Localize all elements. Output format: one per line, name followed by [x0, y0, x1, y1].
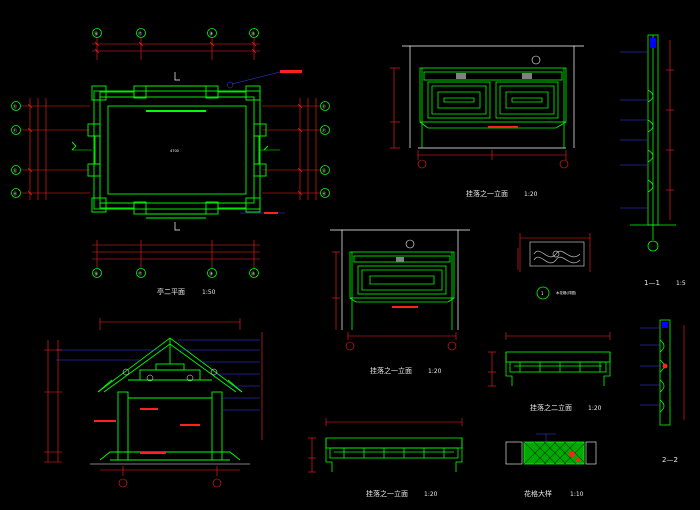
- detail-mark-circle: [536, 286, 550, 300]
- axis-label-f: Ⓕ: [13, 127, 17, 133]
- plan-title: 亭二平面: [157, 287, 185, 296]
- elev1-title: 挂落之一立面: [466, 189, 508, 198]
- elev1-grey-block-a: [456, 73, 466, 79]
- section-note-bar-b: [140, 408, 158, 410]
- axis-label-h: Ⓗ: [13, 190, 17, 196]
- elevation-3: 挂落之二立面 1:20: [488, 332, 611, 412]
- section-1-1-title: 1—1: [644, 279, 660, 287]
- elev1-scale: 1:20: [524, 191, 538, 198]
- plan-note-mark-b: [264, 212, 278, 214]
- axis-label-e-right: Ⓔ: [322, 103, 326, 109]
- pavilion-section: [44, 318, 263, 488]
- elevation-1: 挂落之一立面 1:20: [390, 45, 584, 198]
- elev3-title: 挂落之二立面: [530, 403, 572, 412]
- axis-label-g: Ⓖ: [13, 167, 17, 173]
- elev2-note-bar: [392, 306, 418, 308]
- plan-dimensions: [21, 38, 320, 268]
- lattice-red-dot-a: [569, 451, 575, 457]
- elev2-detail-bubble: [405, 239, 415, 249]
- ornament-detail: 1 木花格(详图): [517, 233, 591, 300]
- lattice-title: 花格大样: [524, 489, 552, 498]
- plan-outline: [71, 85, 269, 219]
- section-2-2-red-dot: [662, 363, 668, 369]
- section-2-2-title: 2—2: [662, 456, 678, 464]
- axis-label-f-right: Ⓕ: [322, 127, 326, 133]
- detail-mark-number: 1: [541, 291, 544, 296]
- elev3-scale: 1:20: [588, 405, 602, 412]
- elev4-title: 挂落之一立面: [366, 489, 408, 498]
- axis-label-16-bottom: ⑯: [94, 270, 98, 276]
- section-1-1: 1—1 1:5: [620, 34, 686, 287]
- section-note-bar-c: [180, 424, 200, 426]
- axis-label-18-bottom: ⑱: [209, 270, 213, 276]
- elev2-title: 挂落之一立面: [370, 366, 412, 375]
- section-1-1-scale: 1:5: [676, 280, 686, 287]
- axis-label-g-right: Ⓖ: [322, 167, 326, 173]
- section-2-2-blue-cap: [662, 322, 668, 328]
- elevation-2: 挂落之一立面 1:20: [330, 229, 470, 375]
- elev4-scale: 1:20: [424, 491, 438, 498]
- axis-label-e: Ⓔ: [13, 103, 17, 109]
- plan-center-dim: 4700: [170, 149, 179, 153]
- elev1-grey-block-b: [522, 73, 532, 79]
- plan-view: ⑯ ⑰ ⑱ ⑲ ⑯ ⑰ ⑱ ⑲ Ⓔ Ⓕ Ⓖ Ⓗ Ⓔ Ⓕ Ⓖ Ⓗ: [11, 28, 330, 296]
- plan-note-mark-a: [280, 70, 302, 73]
- detail-note: 木花格(详图): [556, 290, 577, 295]
- lattice-detail: 花格大样 1:10: [505, 433, 597, 498]
- plan-section-cut-markers: [174, 72, 180, 231]
- elev2-grey-block: [396, 257, 404, 262]
- section-1-1-blue-cap: [650, 38, 656, 48]
- section-2-2: 2—2: [640, 319, 685, 464]
- axis-label-16: ⑯: [94, 30, 98, 36]
- axis-label-17: ⑰: [138, 30, 142, 36]
- axis-label-18: ⑱: [209, 30, 213, 36]
- plan-axis-top: [11, 28, 330, 278]
- section-note-bar-d: [140, 452, 166, 454]
- elev1-note-bar: [488, 126, 518, 128]
- lattice-scale: 1:10: [570, 491, 584, 498]
- axis-label-19: ⑲: [251, 30, 255, 36]
- section-note-bar-a: [94, 420, 116, 422]
- elev1-detail-bubble: [531, 55, 541, 65]
- axis-label-17-bottom: ⑰: [138, 270, 142, 276]
- plan-leaders: [226, 71, 285, 214]
- axis-label-19-bottom: ⑲: [251, 270, 255, 276]
- lattice-red-dot-b: [576, 458, 580, 462]
- plan-scale: 1:50: [202, 289, 216, 296]
- elevation-4: 挂落之一立面 1:20: [308, 418, 463, 498]
- axis-label-h-right: Ⓗ: [322, 190, 326, 196]
- elev2-scale: 1:20: [428, 368, 442, 375]
